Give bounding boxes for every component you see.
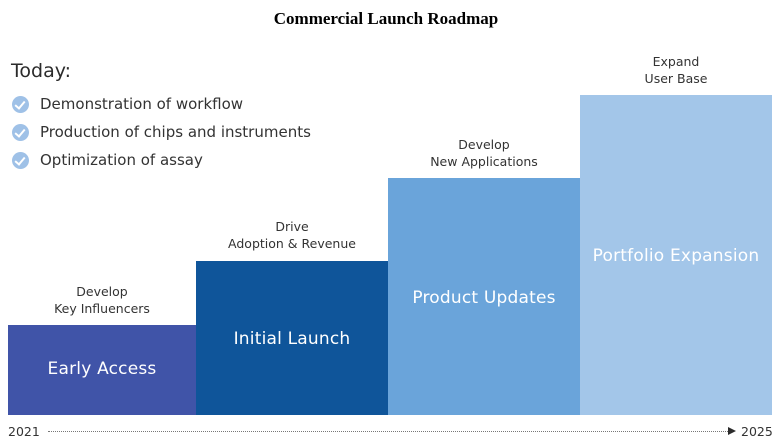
timeline-start-label: 2021 (8, 424, 40, 439)
today-heading: Today: (11, 60, 71, 82)
stage-label: Initial Launch (233, 329, 351, 349)
stage-caption-portfolio-expansion: Expand User Base (580, 53, 772, 87)
check-icon (12, 123, 29, 141)
timeline-axis (48, 431, 730, 432)
diagram-title: Commercial Launch Roadmap (273, 9, 499, 28)
today-item-label: Production of chips and instruments (40, 123, 311, 141)
arrow-right-icon (728, 427, 736, 435)
stage-caption-line: Expand (652, 54, 700, 69)
stage-label: Early Access (47, 359, 157, 379)
today-item-label: Optimization of assay (40, 151, 203, 169)
stage-label: Product Updates (412, 288, 556, 308)
today-item: Optimization of assay (12, 146, 311, 174)
today-item: Demonstration of workflow (12, 90, 311, 118)
stage-portfolio-expansion: Portfolio Expansion (580, 95, 772, 415)
stage-label: Portfolio Expansion (592, 246, 760, 266)
check-icon (12, 151, 29, 169)
stage-initial-launch: Initial Launch (196, 261, 388, 415)
stage-caption-initial-launch: Drive Adoption & Revenue (196, 218, 388, 252)
today-item: Production of chips and instruments (12, 118, 311, 146)
stage-caption-line: Adoption & Revenue (228, 236, 356, 251)
stage-caption-line: User Base (644, 71, 708, 86)
stage-caption-early-access: Develop Key Influencers (8, 283, 196, 317)
stage-product-updates: Product Updates (388, 178, 580, 415)
stage-caption-line: Develop (458, 137, 510, 152)
today-list: Demonstration of workflow Production of … (12, 90, 311, 174)
check-icon (12, 95, 29, 113)
stage-caption-line: New Applications (430, 154, 538, 169)
stage-early-access: Early Access (8, 325, 196, 415)
stage-caption-product-updates: Develop New Applications (388, 136, 580, 170)
today-item-label: Demonstration of workflow (40, 95, 244, 113)
stage-caption-line: Key Influencers (54, 301, 150, 316)
timeline-end-label: 2025 (741, 424, 772, 439)
stage-caption-line: Develop (76, 284, 128, 299)
stage-caption-line: Drive (275, 219, 309, 234)
